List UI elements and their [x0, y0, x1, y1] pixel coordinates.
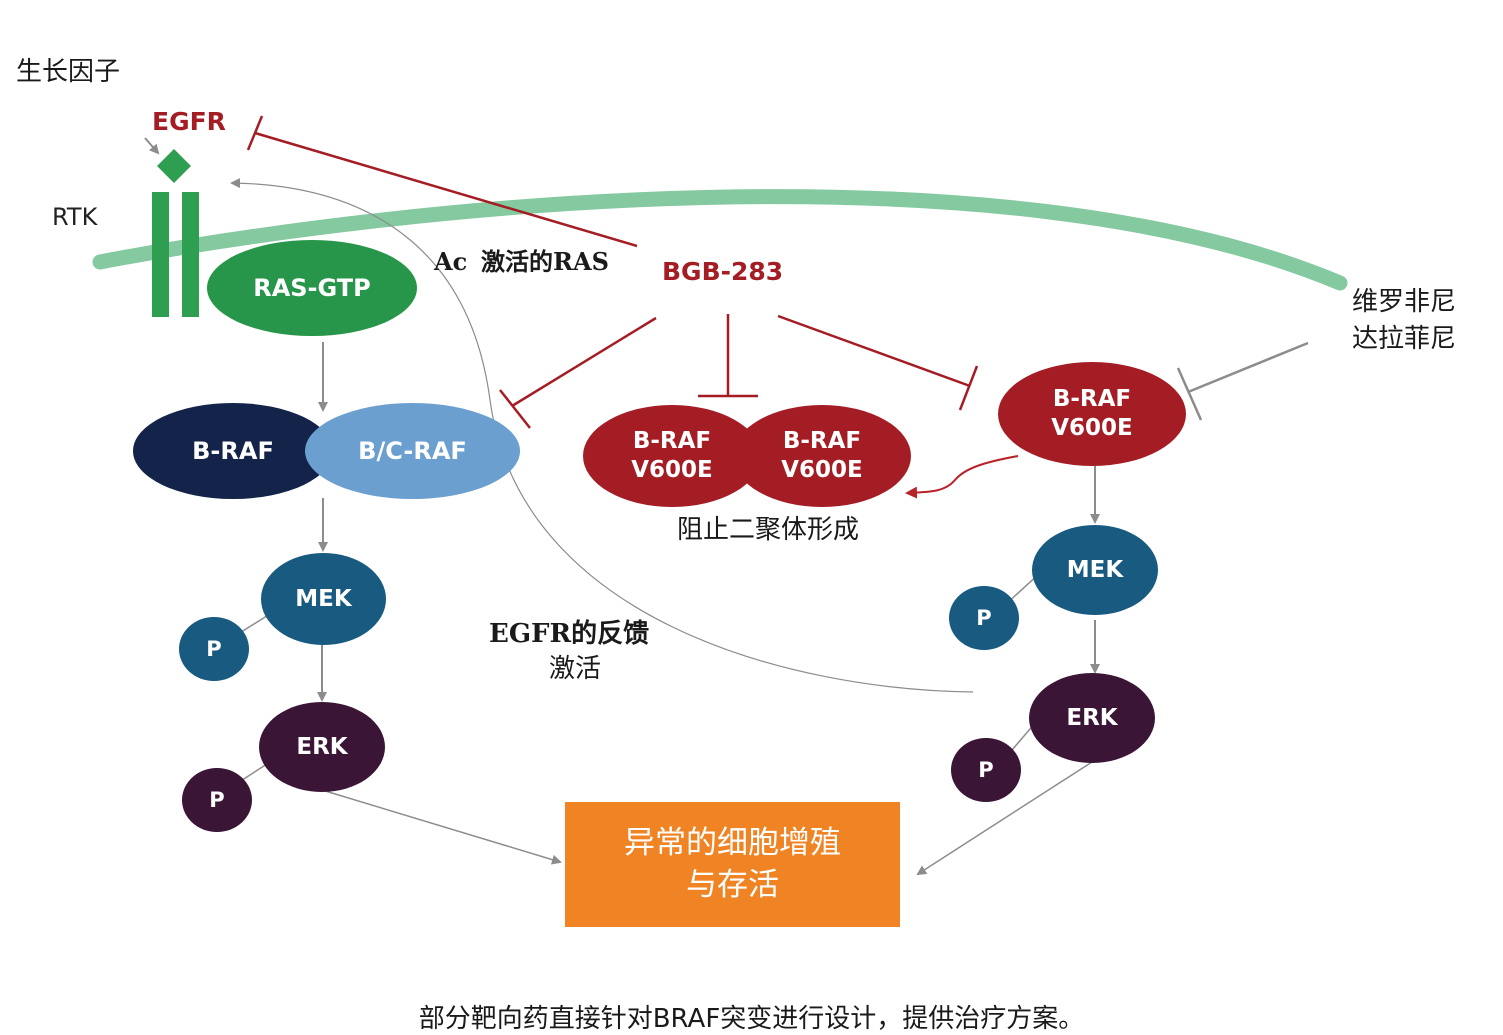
braf-v600e-dimer-node-b: B-RAF V600E: [733, 405, 911, 507]
activated-ras-label: 激活的RAS: [481, 247, 609, 276]
dabrafenib-label: 达拉菲尼: [1352, 324, 1457, 354]
rtk-receptor-icon: [152, 149, 199, 317]
egfr-label: EGFR: [152, 107, 226, 136]
erk-node-left: ERK: [259, 702, 385, 792]
ras-gtp-node: RAS-GTP: [207, 240, 417, 336]
phosphate-node: P: [951, 738, 1021, 802]
cell-membrane: [92, 189, 1348, 291]
erk-to-outcome-arrow-right: [916, 761, 1093, 876]
egfr-feedback-label: EGFR的反馈: [489, 619, 650, 649]
outcome-line-1: 异常的细胞增殖: [624, 824, 841, 861]
bgb283-inhibits-egfr: [246, 115, 638, 248]
vemurafenib-label: 维罗非尼: [1352, 287, 1457, 317]
figure-caption: 部分靶向药直接针对BRAF突变进行设计，提供治疗方案。: [418, 1004, 1085, 1034]
rtk-label: RTK: [52, 203, 98, 231]
block-dimer-label: 阻止二聚体形成: [677, 515, 860, 545]
erk-to-outcome-arrow-left: [321, 789, 562, 865]
bgb283-inhibits-braf-v600e: [777, 314, 979, 411]
bgb283-inhibits-dimer: [698, 314, 758, 398]
growth-factor-label: 生长因子: [16, 57, 121, 87]
braf-node: B-RAF: [133, 403, 333, 499]
phosphate-node: P: [179, 617, 249, 681]
phosphate-node: P: [182, 768, 252, 832]
braf-v600e-dimer-node-a: B-RAF V600E: [583, 405, 761, 507]
egfr-feedback-label-2: 激活: [549, 654, 602, 684]
bgb283-label: BGB-283: [662, 257, 784, 286]
outcome-box: 异常的细胞增殖 与存活: [565, 802, 900, 927]
phosphate-node: P: [949, 586, 1019, 650]
bgb283-inhibits-bc-raf: [499, 316, 657, 429]
outcome-line-2: 与存活: [686, 866, 779, 903]
braf-v600e-node: B-RAF V600E: [998, 362, 1186, 466]
erk-node-right: ERK: [1029, 673, 1155, 763]
growth-factor-arrow: [144, 137, 160, 155]
dimer-formation-arrow: [905, 455, 1019, 499]
mek-node-right: MEK: [1032, 525, 1158, 615]
mek-node-left: MEK: [261, 553, 386, 645]
vemurafenib-inhibits-braf-v600e: [1176, 341, 1309, 421]
activated-ras-prefix: Ac: [434, 247, 468, 276]
bc-raf-node: B/C-RAF: [305, 403, 520, 499]
